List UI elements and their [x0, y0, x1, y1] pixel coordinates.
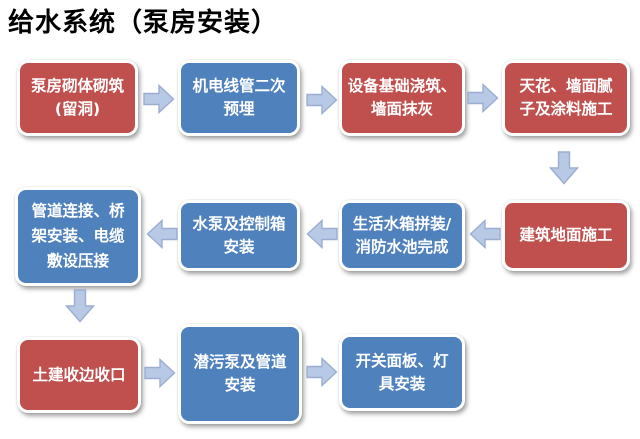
flow-step-switch-panel-lights: 开关面板、灯 具安装	[339, 334, 465, 411]
flow-step-pump-control-box: 水泵及控制箱 安装	[178, 200, 300, 271]
flow-step-sewage-pump-pipe: 潜污泵及管道 安装	[178, 324, 302, 424]
arrow-left-icon	[469, 218, 501, 253]
arrow-down-icon	[548, 151, 580, 189]
flow-step-pipe-cable-tray: 管道连接、桥 架安装、电缆 敷设压接	[15, 187, 141, 286]
flow-step-building-floor: 建筑地面施工	[502, 200, 630, 271]
page-title: 给水系统（泵房安装）	[8, 8, 279, 38]
arrow-right-icon	[143, 83, 175, 118]
flow-step-conduit-embedding: 机电线管二次 预埋	[178, 60, 300, 136]
flow-step-ceiling-putty-paint: 天花、墙面腻 子及涂料施工	[502, 60, 630, 136]
flow-step-pump-room-masonry: 泵房砌体砌筑 (留洞)	[17, 60, 138, 136]
arrow-right-icon	[306, 356, 338, 391]
flow-step-equipment-foundation: 设备基础浇筑、 墙面抹灰	[339, 60, 465, 136]
arrow-right-icon	[467, 82, 499, 117]
arrow-left-icon	[146, 218, 178, 253]
arrow-down-icon	[64, 289, 96, 327]
arrow-right-icon	[144, 357, 176, 392]
flow-step-civil-edge-finishing: 土建收边收口	[17, 337, 141, 413]
flow-step-water-tank-assembly: 生活水箱拼装/ 消防水池完成	[339, 200, 465, 271]
arrow-left-icon	[306, 218, 338, 253]
arrow-right-icon	[306, 84, 338, 119]
